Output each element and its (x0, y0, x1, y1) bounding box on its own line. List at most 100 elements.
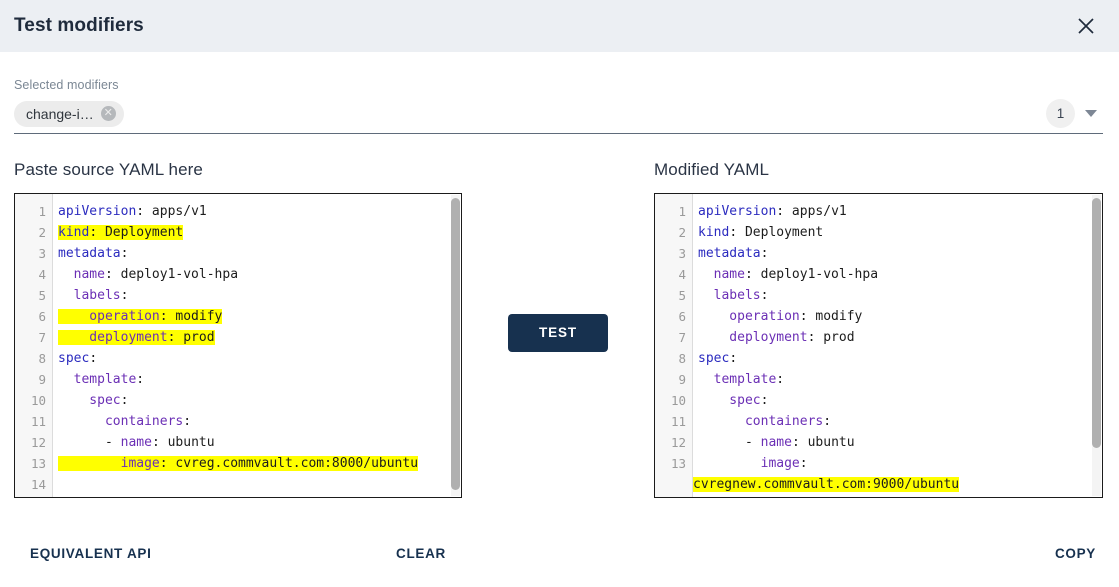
code-line: name: deploy1-vol-hpa (58, 264, 461, 285)
line-number: 11 (30, 414, 46, 429)
code-text: apiVersion: apps/v1 (698, 204, 847, 219)
code-token: : ubuntu (151, 435, 215, 450)
code-token: deployment (698, 330, 808, 345)
line-number: 11 (670, 414, 686, 429)
code-token: : (823, 414, 832, 429)
code-line: image: (698, 453, 1102, 474)
line-number: 10 (670, 393, 686, 408)
chevron-down-icon[interactable] (1085, 110, 1097, 117)
close-circle-icon[interactable]: ✕ (100, 106, 116, 121)
line-number: 14 (30, 477, 46, 492)
code-text: labels: (698, 288, 769, 303)
line-number: 9 (678, 372, 686, 387)
copy-button[interactable]: COPY (1051, 540, 1100, 567)
code-line: metadata: (58, 243, 461, 264)
dialog-footer: EQUIVALENT API CLEAR COPY (0, 528, 1119, 578)
code-line: spec: (698, 348, 1102, 369)
highlighted-code: image: cvreg.commvault.com:8000/ubuntu (58, 456, 419, 471)
code-text: spec: (58, 393, 128, 408)
code-token: metadata (58, 246, 121, 261)
code-text: metadata: (58, 246, 128, 261)
line-number: 12 (30, 435, 46, 450)
code-token: labels (698, 288, 761, 303)
highlighted-code: deployment: prod (58, 330, 215, 345)
code-token: : (120, 393, 129, 408)
code-text: kind: Deployment (698, 225, 823, 240)
code-token: : (183, 414, 192, 429)
equivalent-api-button[interactable]: EQUIVALENT API (26, 540, 156, 567)
line-number: 7 (678, 330, 686, 345)
selected-modifiers-label: Selected modifiers (14, 78, 119, 92)
code-token: : apps/v1 (776, 204, 847, 219)
code-token: name (58, 267, 105, 282)
code-line-wrapped: cvregnew.commvault.com:9000/ubuntu (693, 474, 1102, 495)
modifiers-field[interactable]: change-i… ✕ 1 (14, 99, 1103, 134)
code-line: apiVersion: apps/v1 (698, 201, 1102, 222)
code-token: : (760, 288, 769, 303)
source-vertical-scrollbar[interactable] (451, 195, 460, 496)
code-text: labels: (58, 288, 129, 303)
code-line: - name: ubuntu (58, 432, 461, 453)
code-token: : prod (807, 330, 855, 345)
modifier-chip-label: change-i… (26, 105, 94, 122)
code-token: : deploy1-vol-hpa (744, 267, 879, 282)
code-text: template: (698, 372, 784, 387)
code-token: spec (698, 393, 761, 408)
line-number: 7 (38, 330, 46, 345)
line-number: 12 (670, 435, 686, 450)
code-token: : prod (167, 330, 215, 345)
line-number: 5 (38, 288, 46, 303)
test-action-column: TEST (462, 160, 654, 505)
code-line: name: deploy1-vol-hpa (698, 264, 1102, 285)
code-text: - name: ubuntu (698, 435, 855, 450)
page-title: Test modifiers (14, 15, 144, 36)
line-number: 2 (38, 225, 46, 240)
line-number: 9 (38, 372, 46, 387)
code-token: operation (58, 309, 160, 324)
code-token: : (89, 351, 98, 366)
modifier-chip[interactable]: change-i… ✕ (14, 100, 124, 127)
code-token: : (136, 372, 145, 387)
line-number: 4 (38, 267, 46, 282)
code-token: kind (58, 225, 90, 240)
close-icon (1076, 16, 1096, 36)
line-number: 3 (678, 246, 686, 261)
highlighted-code: kind: Deployment (58, 225, 184, 240)
line-number: 5 (678, 288, 686, 303)
code-text: spec: (698, 351, 737, 366)
code-text: spec: (698, 393, 768, 408)
code-line: deployment: prod (698, 327, 1102, 348)
test-button[interactable]: TEST (508, 313, 608, 352)
scrollbar-thumb[interactable] (451, 198, 460, 490)
close-button[interactable] (1069, 9, 1103, 43)
code-token: : modify (799, 309, 863, 324)
line-number: 8 (678, 351, 686, 366)
code-token: containers (698, 414, 824, 429)
code-line: kind: Deployment (58, 222, 461, 243)
clear-button[interactable]: CLEAR (392, 540, 450, 567)
code-token: : (120, 288, 129, 303)
code-token: kind (698, 225, 730, 240)
code-token: template (698, 372, 777, 387)
code-token: name (698, 267, 745, 282)
code-token: : cvreg.commvault.com:8000/ubuntu (159, 456, 419, 471)
modified-code-area[interactable]: apiVersion: apps/v1 kind: Deployment metad… (693, 194, 1102, 497)
code-token: apiVersion (58, 204, 137, 219)
code-token: : (760, 246, 769, 261)
code-token: : (120, 246, 129, 261)
modified-vertical-scrollbar[interactable] (1092, 195, 1101, 496)
code-line: labels: (58, 285, 461, 306)
code-text: name: deploy1-vol-hpa (58, 267, 238, 282)
code-token: spec (58, 393, 121, 408)
code-text: metadata: (698, 246, 768, 261)
code-token: : (776, 372, 785, 387)
code-text: operation: modify (698, 309, 862, 324)
scrollbar-thumb[interactable] (1092, 198, 1101, 448)
chip-list: change-i… ✕ (14, 100, 124, 127)
code-token: : Deployment (89, 225, 184, 240)
